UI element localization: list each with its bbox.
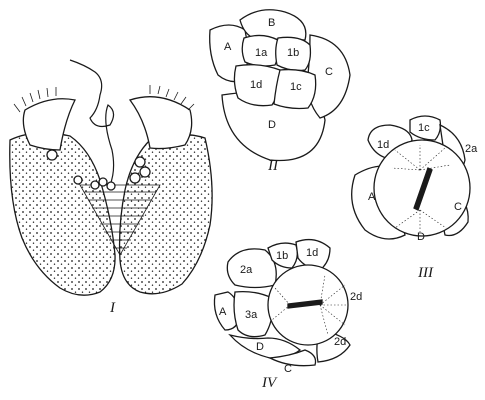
label-2d-upper-4: 2d [350,291,362,303]
apical-flagellum [69,59,115,186]
cell-3a-4 [233,290,274,338]
label-3a-4: 3a [245,309,258,321]
right-velum-lobe [128,96,193,150]
spindle-rays-3 [391,145,451,232]
label-D-4: D [256,341,264,353]
cell-1c-2 [273,68,317,110]
panel-2-numeral: II [267,158,279,174]
label-D-3: D [417,231,425,243]
label-2a-4: 2a [240,264,253,276]
label-C-2: C [325,66,333,78]
cell-1d-2 [233,64,281,107]
label-1c-2: 1c [290,81,302,93]
inner-cavity [79,184,161,256]
label-D-2: D [268,119,276,131]
striations [84,191,156,249]
cell-1b-2 [275,36,312,72]
right-valve [118,133,213,295]
cell-1a-2 [241,34,280,67]
label-1d-2: 1d [250,79,262,91]
label-1a-2: 1a [255,47,268,59]
cilia-right [149,85,195,111]
cell-D-4 [228,333,302,359]
left-velum-lobe [22,98,76,151]
label-A-4: A [219,306,227,318]
label-1d-3: 1d [377,139,389,151]
panel-1-larva: I [9,59,213,316]
cell-1c-3 [409,115,442,141]
label-2d-lower-4: 2d [334,336,346,348]
label-C-3: C [454,201,462,213]
label-C-4: C [284,363,292,375]
panel-4-spindle-stage: 1b 1d 2a 2d A 3a 2d D C IV [213,238,362,391]
label-2a-3: 2a [465,143,478,155]
panel-1-numeral: I [109,300,116,316]
label-A-2: A [224,41,232,53]
label-B-2: B [268,17,275,29]
panel-4-numeral: IV [261,375,278,391]
hinge-cells [46,149,151,191]
cell-C-4 [267,349,317,367]
label-A-3: A [368,191,376,203]
mitotic-spindle-4 [287,299,323,309]
cell-1b-4 [267,242,298,269]
panel-2-eight-cell: B A 1a 1b C 1d 1c D II [209,9,351,174]
panel-3-spindle-stage: 1d 1c 2a A C D III [351,115,478,281]
label-1b-2: 1b [287,47,299,59]
spindle-rays-4 [271,274,348,336]
left-valve [9,132,116,296]
label-1b-4: 1b [276,250,288,262]
cilia-left [13,87,57,113]
label-1d-4: 1d [306,247,318,259]
label-1c-3: 1c [418,122,430,134]
panel-3-numeral: III [417,265,434,281]
mitotic-spindle-3 [413,167,433,211]
